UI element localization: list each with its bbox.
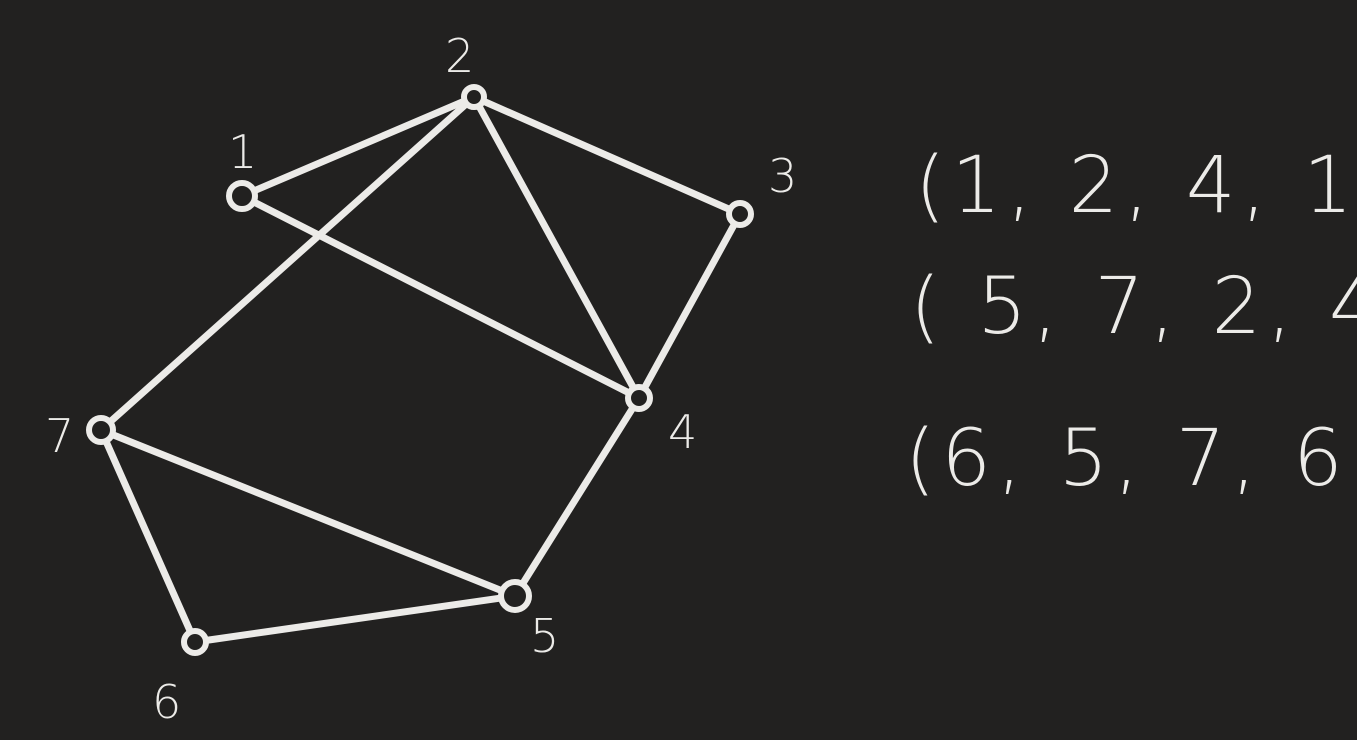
cycle-2-text: ( 5, 7, 2, 4, 5) (910, 262, 1357, 352)
node-label-2: 2 (445, 29, 474, 83)
node-2 (461, 84, 487, 110)
node-7 (86, 415, 116, 445)
node-label-7: 7 (45, 409, 74, 463)
edge-4-5 (511, 394, 643, 600)
node-3 (726, 200, 754, 228)
graph-node-labels: 1 2 3 4 5 6 7 (45, 29, 797, 729)
node-label-6: 6 (152, 675, 181, 729)
node-6 (181, 628, 209, 656)
node-1 (226, 180, 258, 212)
edge-1-2 (238, 93, 478, 200)
edge-5-7 (97, 426, 519, 600)
edge-1-4 (238, 192, 643, 402)
graph-edges (97, 93, 744, 646)
node-label-4: 4 (668, 405, 697, 459)
node-label-5: 5 (530, 609, 559, 663)
node-label-3: 3 (768, 149, 797, 203)
edge-2-4 (470, 93, 643, 402)
cycle-3-text: (6, 5, 7, 6) (905, 414, 1357, 504)
edge-6-7 (97, 426, 199, 646)
edge-5-6 (191, 592, 519, 646)
node-5 (498, 579, 532, 613)
edge-2-3 (470, 93, 744, 218)
cycle-1-text: (1, 2, 4, 1) (915, 141, 1357, 231)
node-4 (625, 384, 653, 412)
graph-nodes (86, 84, 754, 656)
edge-2-7 (97, 93, 478, 434)
edge-3-4 (635, 210, 744, 402)
cycle-list: (1, 2, 4, 1) ( 5, 7, 2, 4, 5) (6, 5, 7, … (905, 141, 1357, 504)
node-label-1: 1 (228, 125, 257, 179)
